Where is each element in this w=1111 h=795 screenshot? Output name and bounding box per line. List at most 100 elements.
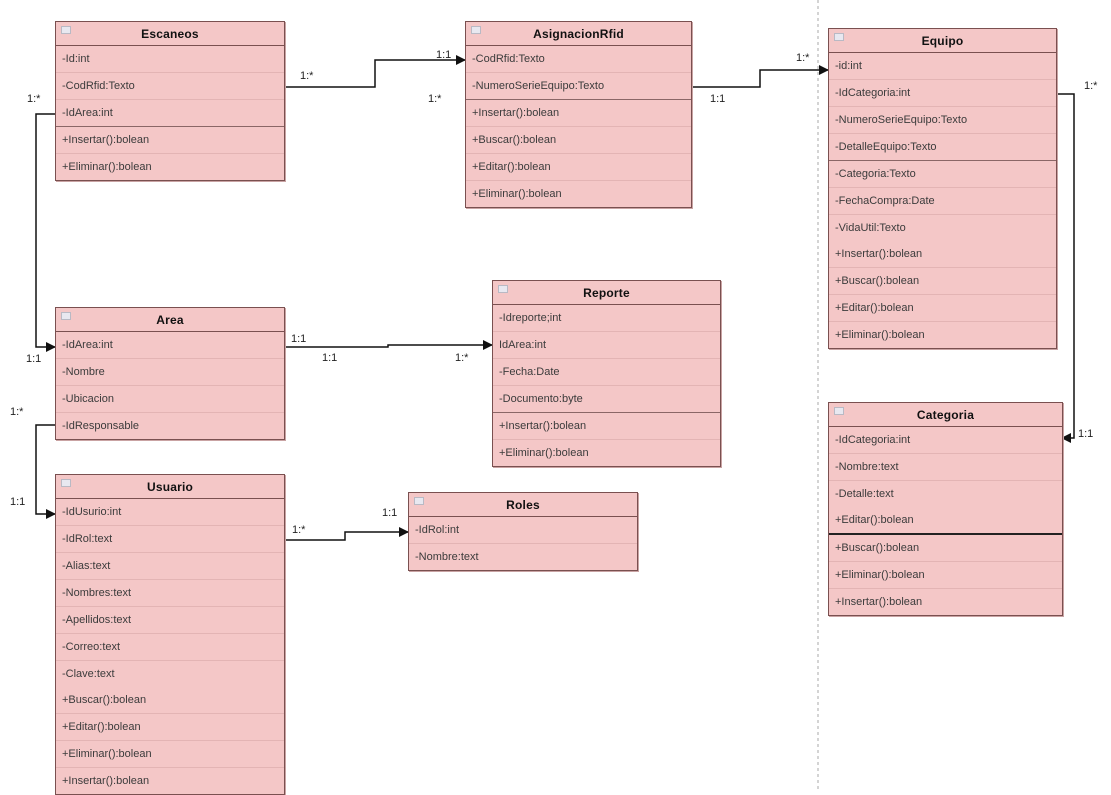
attribute-row: -NumeroSerieEquipo:Texto xyxy=(829,107,1056,134)
class-reporte-methods: +Insertar():bolean +Eliminar():bolean xyxy=(493,412,720,466)
class-equipo-attributes: -id:int -IdCategoria:int -NumeroSerieEqu… xyxy=(829,53,1056,160)
attribute-row: -IdArea:int xyxy=(56,332,284,359)
attribute-row: -Nombres:text xyxy=(56,580,284,607)
multiplicity-label: 1:1 xyxy=(26,353,42,365)
method-row: +Eliminar():bolean xyxy=(829,562,1062,589)
attribute-row: -Nombre:text xyxy=(829,454,1062,481)
class-icon xyxy=(498,285,508,293)
class-asignacion-rfid[interactable]: AsignacionRfid -CodRfid:Texto -NumeroSer… xyxy=(465,21,692,208)
attribute-row: -IdCategoria:int xyxy=(829,427,1062,454)
attribute-row: -Alias:text xyxy=(56,553,284,580)
attribute-row: -CodRfid:Texto xyxy=(466,46,691,73)
connector-usuario-roles xyxy=(275,527,409,545)
attribute-row: -IdArea:int xyxy=(62,107,113,119)
multiplicity-label: 1:* xyxy=(300,70,314,82)
attribute-row: -Categoria:Texto xyxy=(829,161,1056,188)
class-usuario[interactable]: Usuario -IdUsurio:int -IdRol:text -Alias… xyxy=(55,474,285,795)
attribute-row: -VidaUtil:Texto xyxy=(835,222,906,234)
multiplicity-label: 1:* xyxy=(428,93,442,105)
multiplicity-label: 1:* xyxy=(27,93,41,105)
class-escaneos-title: Escaneos xyxy=(141,26,199,41)
method-row: +Editar():bolean xyxy=(466,154,691,181)
multiplicity-label: 1:* xyxy=(796,52,810,64)
class-escaneos[interactable]: Escaneos -Id:int -CodRfid:Texto -IdArea:… xyxy=(55,21,285,181)
class-asignacion-rfid-methods: +Insertar():bolean +Buscar():bolean +Edi… xyxy=(466,99,691,207)
attribute-row: -Clave:text xyxy=(62,668,115,680)
class-area-attributes: -IdArea:int -Nombre -Ubicacion -IdRespon… xyxy=(56,332,284,439)
multiplicity-label: 1:1 xyxy=(1078,428,1094,440)
method-row: +Insertar():bolean xyxy=(62,775,150,787)
attribute-row: -Id:int xyxy=(56,46,284,73)
class-categoria-methods-extra: +Buscar():bolean +Eliminar():bolean +Ins… xyxy=(829,533,1062,615)
multiplicity-label: 1:* xyxy=(10,406,24,418)
class-roles[interactable]: Roles -IdRol:int -Nombre:text xyxy=(408,492,638,571)
attribute-row: -Apellidos:text xyxy=(56,607,284,634)
class-reporte[interactable]: Reporte -Idreporte;int IdArea:int -Fecha… xyxy=(492,280,721,467)
class-reporte-title: Reporte xyxy=(583,285,630,300)
class-equipo-header: Equipo xyxy=(829,29,1056,53)
method-row: +Eliminar():bolean xyxy=(835,329,925,341)
method-row: +Buscar():bolean xyxy=(466,127,691,154)
method-row: +Eliminar():bolean xyxy=(499,447,589,459)
class-icon xyxy=(834,33,844,41)
class-usuario-header: Usuario xyxy=(56,475,284,499)
class-usuario-attributes: -IdUsurio:int -IdRol:text -Alias:text -N… xyxy=(56,499,284,687)
multiplicity-label: 1:* xyxy=(455,352,469,364)
multiplicity-label: 1:* xyxy=(292,524,306,536)
attribute-row: -Nombre xyxy=(56,359,284,386)
class-icon xyxy=(61,479,71,487)
attribute-row: -Documento:byte xyxy=(499,393,583,405)
class-icon xyxy=(61,312,71,320)
class-asignacion-rfid-title: AsignacionRfid xyxy=(533,26,624,41)
class-escaneos-attributes: -Id:int -CodRfid:Texto -IdArea:int xyxy=(56,46,284,126)
attribute-row: -DetalleEquipo:Texto xyxy=(835,141,937,153)
class-icon xyxy=(471,26,481,34)
class-roles-title: Roles xyxy=(506,497,540,512)
multiplicity-label: 1:1 xyxy=(436,49,452,61)
method-row: +Insertar():bolean xyxy=(493,413,720,440)
class-categoria-attributes: -IdCategoria:int -Nombre:text -Detalle:t… xyxy=(829,427,1062,507)
connector-area-usuario xyxy=(35,420,64,519)
method-row: +Insertar():bolean xyxy=(466,100,691,127)
class-icon xyxy=(61,26,71,34)
class-roles-header: Roles xyxy=(409,493,637,517)
connector-area-reporte xyxy=(275,340,493,352)
method-row: +Buscar():bolean xyxy=(56,687,284,714)
class-reporte-attributes: -Idreporte;int IdArea:int -Fecha:Date -D… xyxy=(493,305,720,412)
attribute-row: -Idreporte;int xyxy=(493,305,720,332)
method-row: +Insertar():bolean xyxy=(829,241,1056,268)
class-categoria[interactable]: Categoria -IdCategoria:int -Nombre:text … xyxy=(828,402,1063,616)
method-row: +Eliminar():bolean xyxy=(56,741,284,768)
connector-asignacion-equipo xyxy=(682,65,829,92)
attribute-row: -Ubicacion xyxy=(56,386,284,413)
class-asignacion-rfid-attributes: -CodRfid:Texto -NumeroSerieEquipo:Texto xyxy=(466,46,691,99)
class-equipo-attributes-extra: -Categoria:Texto -FechaCompra:Date -Vida… xyxy=(829,160,1056,241)
method-row: +Insertar():bolean xyxy=(56,127,284,154)
class-area[interactable]: Area -IdArea:int -Nombre -Ubicacion -IdR… xyxy=(55,307,285,440)
class-reporte-header: Reporte xyxy=(493,281,720,305)
multiplicity-label: 1:1 xyxy=(710,93,726,105)
connector-escaneos-asignacion xyxy=(275,55,466,92)
class-usuario-title: Usuario xyxy=(146,479,194,494)
class-equipo[interactable]: Equipo -id:int -IdCategoria:int -NumeroS… xyxy=(828,28,1057,349)
multiplicity-label: 1:* xyxy=(1084,80,1098,92)
method-row: +Eliminar():bolean xyxy=(472,188,562,200)
class-icon xyxy=(834,407,844,415)
method-row: +Insertar():bolean xyxy=(835,596,923,608)
attribute-row: -id:int xyxy=(829,53,1056,80)
attribute-row: -Fecha:Date xyxy=(493,359,720,386)
multiplicity-label: 1:1 xyxy=(291,333,307,345)
attribute-row: -IdUsurio:int xyxy=(56,499,284,526)
class-usuario-methods: +Buscar():bolean +Editar():bolean +Elimi… xyxy=(56,687,284,794)
connector-escaneos-area xyxy=(35,109,64,352)
class-area-header: Area xyxy=(56,308,284,332)
class-icon xyxy=(414,497,424,505)
attribute-row: -Nombre:text xyxy=(415,551,479,563)
attribute-row: -Correo:text xyxy=(56,634,284,661)
attribute-row: IdArea:int xyxy=(493,332,720,359)
class-area-title: Area xyxy=(156,312,184,327)
multiplicity-label: 1:1 xyxy=(10,496,26,508)
multiplicity-label: 1:1 xyxy=(322,352,338,364)
class-equipo-title: Equipo xyxy=(921,33,964,48)
method-row: +Buscar():bolean xyxy=(829,535,1062,562)
